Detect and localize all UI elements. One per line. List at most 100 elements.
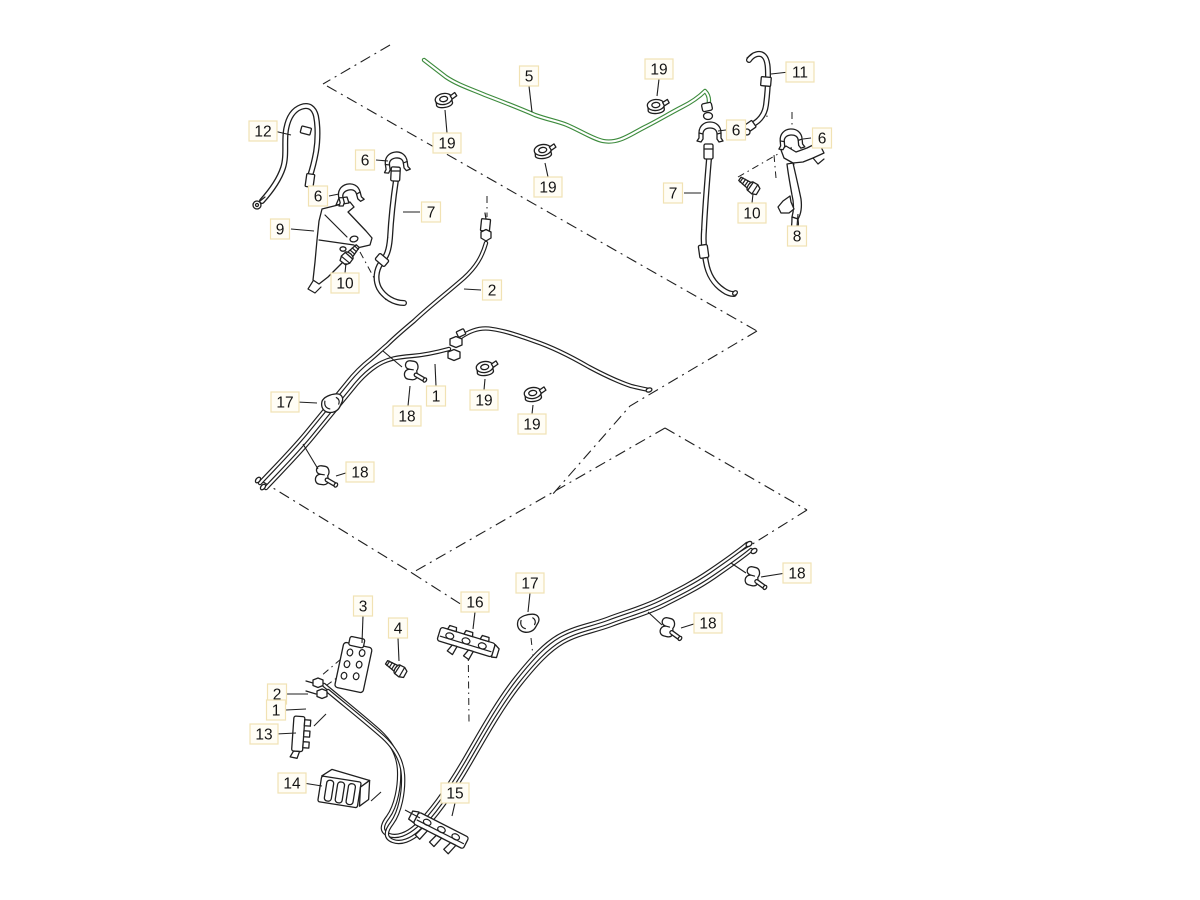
callout-6-9: 6 [307,185,329,207]
callout-leader-17-26 [527,592,531,613]
svg-text:18: 18 [351,465,368,482]
svg-text:18: 18 [699,616,716,633]
callout-leader-4-24 [397,637,400,662]
callout-leader-19-21 [531,404,534,415]
callout-leader-19-6 [544,162,549,178]
callout-19-2: 19 [644,58,674,80]
parts [252,53,825,855]
callout-leader-6-7 [717,129,727,132]
svg-text:18: 18 [788,566,805,583]
cluster-fittings [305,677,328,700]
svg-text:6: 6 [314,189,323,206]
align-line-7 [773,154,777,179]
pipe-open-ends-middle [254,387,653,491]
svg-text:10: 10 [743,206,761,223]
svg-text:12: 12 [254,124,271,141]
part-leader-5 [313,713,327,727]
svg-text:19: 19 [438,136,455,153]
callout-leader-6-8 [802,137,812,140]
callout-leader-17-17 [296,401,318,404]
svg-text:14: 14 [283,776,301,793]
dash-line-6 [411,427,666,574]
callout-9-11: 9 [269,218,291,240]
callout-leader-19-2 [656,78,660,97]
callout-leader-19-5 [444,109,448,134]
part-leader-6 [370,791,382,802]
callout-6-4: 6 [354,149,376,171]
part-leader-4 [302,443,319,470]
callout-18-18: 18 [392,405,422,427]
callout-leader-6-9 [328,193,340,197]
callout-13-29: 13 [249,723,279,745]
callout-5-1: 5 [518,65,540,87]
callout-14-30: 14 [277,772,307,794]
pipe-1-fittings [447,328,467,362]
part-leader-0 [730,562,747,574]
svg-text:6: 6 [361,153,370,170]
hose-7-right-fittings [697,143,739,296]
svg-text:17: 17 [276,395,293,412]
part-leader-1 [647,611,663,626]
svg-text:10: 10 [336,276,354,293]
callout-19-5: 19 [432,132,462,154]
clip-18-d [657,616,687,643]
callout-leader-18-18 [407,385,411,407]
hose-11 [747,54,768,128]
clip-19-c [646,97,671,115]
clip-18-c [742,565,772,592]
plate-3 [334,635,373,694]
callout-leader-3-23 [361,615,364,644]
svg-text:13: 13 [255,727,272,744]
svg-text:19: 19 [523,417,540,434]
callout-leader-18-32 [760,572,787,578]
callout-19-20: 19 [469,389,499,411]
part-leader-3 [382,350,403,368]
callout-4-24: 4 [387,617,409,639]
callout-leader-16-25 [472,611,476,630]
svg-text:2: 2 [273,687,282,704]
callout-leader-9-11 [290,228,315,232]
callout-leader-5-1 [528,85,533,113]
svg-text:1: 1 [272,703,281,720]
callout-18-22: 18 [345,461,375,483]
svg-text:1: 1 [432,389,441,406]
clip-18-a [402,359,431,384]
hose-7-left-fittings [374,166,401,267]
svg-text:19: 19 [475,393,492,410]
clip-19-a [433,90,460,110]
clip-6-d [776,127,806,151]
callout-11-3: 11 [785,61,815,83]
svg-text:6: 6 [818,131,827,148]
callout-1-28: 1 [265,699,287,721]
callout-leader-8-15 [796,213,799,227]
svg-text:15: 15 [446,786,463,803]
callout-15-31: 15 [440,782,470,804]
svg-text:19: 19 [650,62,667,79]
clip-19-e [522,385,548,404]
svg-text:7: 7 [427,205,436,222]
dash-line-2 [551,330,758,496]
pipe-5-end-fitting [700,101,714,121]
callout-leader-10-12 [344,262,347,274]
callout-leader-1-19 [434,363,437,387]
callout-leader-1-28 [285,708,307,711]
align-line-6 [737,153,779,178]
svg-text:11: 11 [792,65,808,82]
clip-19-b [532,142,558,161]
pipe-2-fitting [479,212,492,242]
bolt-10-right [736,173,763,197]
callout-6-7: 6 [725,119,747,141]
part-leader-2 [404,809,421,819]
callout-7-10: 7 [420,201,442,223]
clip-6-c [696,121,724,143]
callout-leader-19-20 [483,378,486,391]
svg-text:19: 19 [539,180,556,197]
clip-17-b [514,611,543,636]
callout-19-21: 19 [517,413,547,435]
dash-line-3 [259,479,413,574]
hose-7-left [377,180,404,303]
rail-15 [408,810,469,855]
